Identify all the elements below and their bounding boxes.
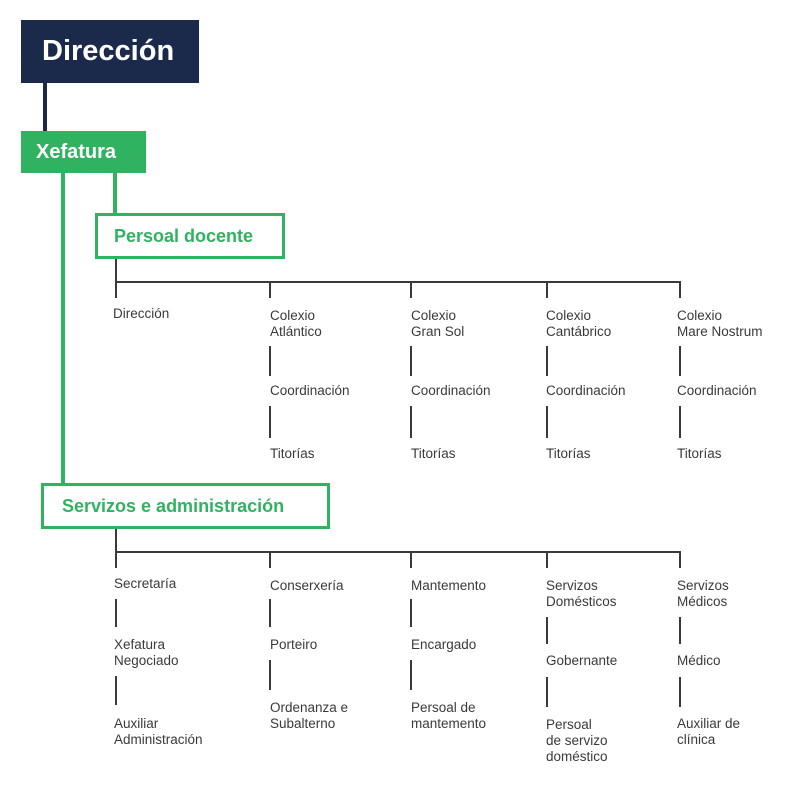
docente-node: Coordinación	[677, 383, 757, 398]
servizos-link	[115, 599, 117, 627]
docente-node: Titorías	[546, 446, 591, 461]
docente-node: Titorías	[411, 446, 456, 461]
servizos-link	[410, 599, 412, 627]
docente-link	[269, 406, 271, 438]
docente-link	[269, 346, 271, 376]
docente-node: Titorías	[677, 446, 722, 461]
connector-direccion-xefatura	[43, 83, 47, 131]
servizos-node: Porteiro	[270, 637, 318, 652]
docente-bar	[115, 281, 681, 283]
persoal-docente-box: Persoal docente	[95, 213, 285, 259]
servizos-tick	[679, 551, 681, 568]
servizos-link	[679, 677, 681, 707]
servizos-node: Gobernante	[546, 653, 618, 668]
servizos-link	[679, 617, 681, 644]
servizos-tick	[546, 551, 548, 568]
servizos-node: Persoal de mantemento	[411, 700, 487, 731]
servizos-link	[115, 676, 117, 705]
connector-xefatura-servizos	[61, 173, 65, 483]
servizos-node: Secretaría	[114, 576, 177, 591]
docente-node: Titorías	[270, 446, 315, 461]
docente-link	[546, 406, 548, 438]
docente-node: Coordinación	[270, 383, 350, 398]
servizos-node: Ordenanza e Subalterno	[270, 700, 349, 731]
servizos-node: Servizos Domésticos	[546, 578, 617, 609]
servizos-link	[410, 660, 412, 690]
docente-node: Coordinación	[546, 383, 626, 398]
docente-link	[410, 346, 412, 376]
servizos-tick	[115, 551, 117, 568]
docente-node: Coordinación	[411, 383, 491, 398]
servizos-node: Encargado	[411, 637, 477, 652]
servizos-node: Persoal de servizo doméstico	[546, 717, 608, 764]
servizos-node: Auxiliar Administración	[114, 716, 203, 747]
servizos-node: Xefatura Negociado	[114, 637, 179, 668]
docente-node: Colexio Atlántico	[270, 308, 322, 339]
servizos-link	[269, 599, 271, 627]
docente-tick	[269, 281, 271, 298]
servizos-bar	[115, 551, 681, 553]
docente-link	[679, 346, 681, 376]
servizos-link	[546, 677, 548, 707]
servizos-node: Médico	[677, 653, 721, 668]
docente-node: Colexio Cantábrico	[546, 308, 612, 339]
docente-node: Dirección	[113, 306, 170, 321]
docente-link	[546, 346, 548, 376]
xefatura-box: Xefatura	[21, 131, 146, 173]
docente-tick	[679, 281, 681, 298]
docente-link	[410, 406, 412, 438]
docente-link	[679, 406, 681, 438]
servizos-node: Auxiliar de clínica	[677, 716, 741, 747]
servizos-link	[269, 660, 271, 690]
docente-tick	[546, 281, 548, 298]
servizos-administracion-box: Servizos e administración	[41, 483, 330, 529]
servizos-node: Mantemento	[411, 578, 487, 593]
servizos-tick	[410, 551, 412, 568]
servizos-tick	[269, 551, 271, 568]
docente-tick	[115, 281, 117, 298]
docente-stem	[115, 259, 117, 282]
docente-node: Colexio Mare Nostrum	[677, 308, 763, 339]
servizos-stem	[115, 529, 117, 552]
connector-xefatura-docente	[113, 173, 117, 213]
servizos-node: Servizos Médicos	[677, 578, 729, 609]
servizos-node: Conserxería	[270, 578, 344, 593]
docente-node: Colexio Gran Sol	[411, 308, 465, 339]
direccion-box: Dirección	[21, 20, 199, 83]
servizos-link	[546, 617, 548, 644]
docente-tick	[410, 281, 412, 298]
